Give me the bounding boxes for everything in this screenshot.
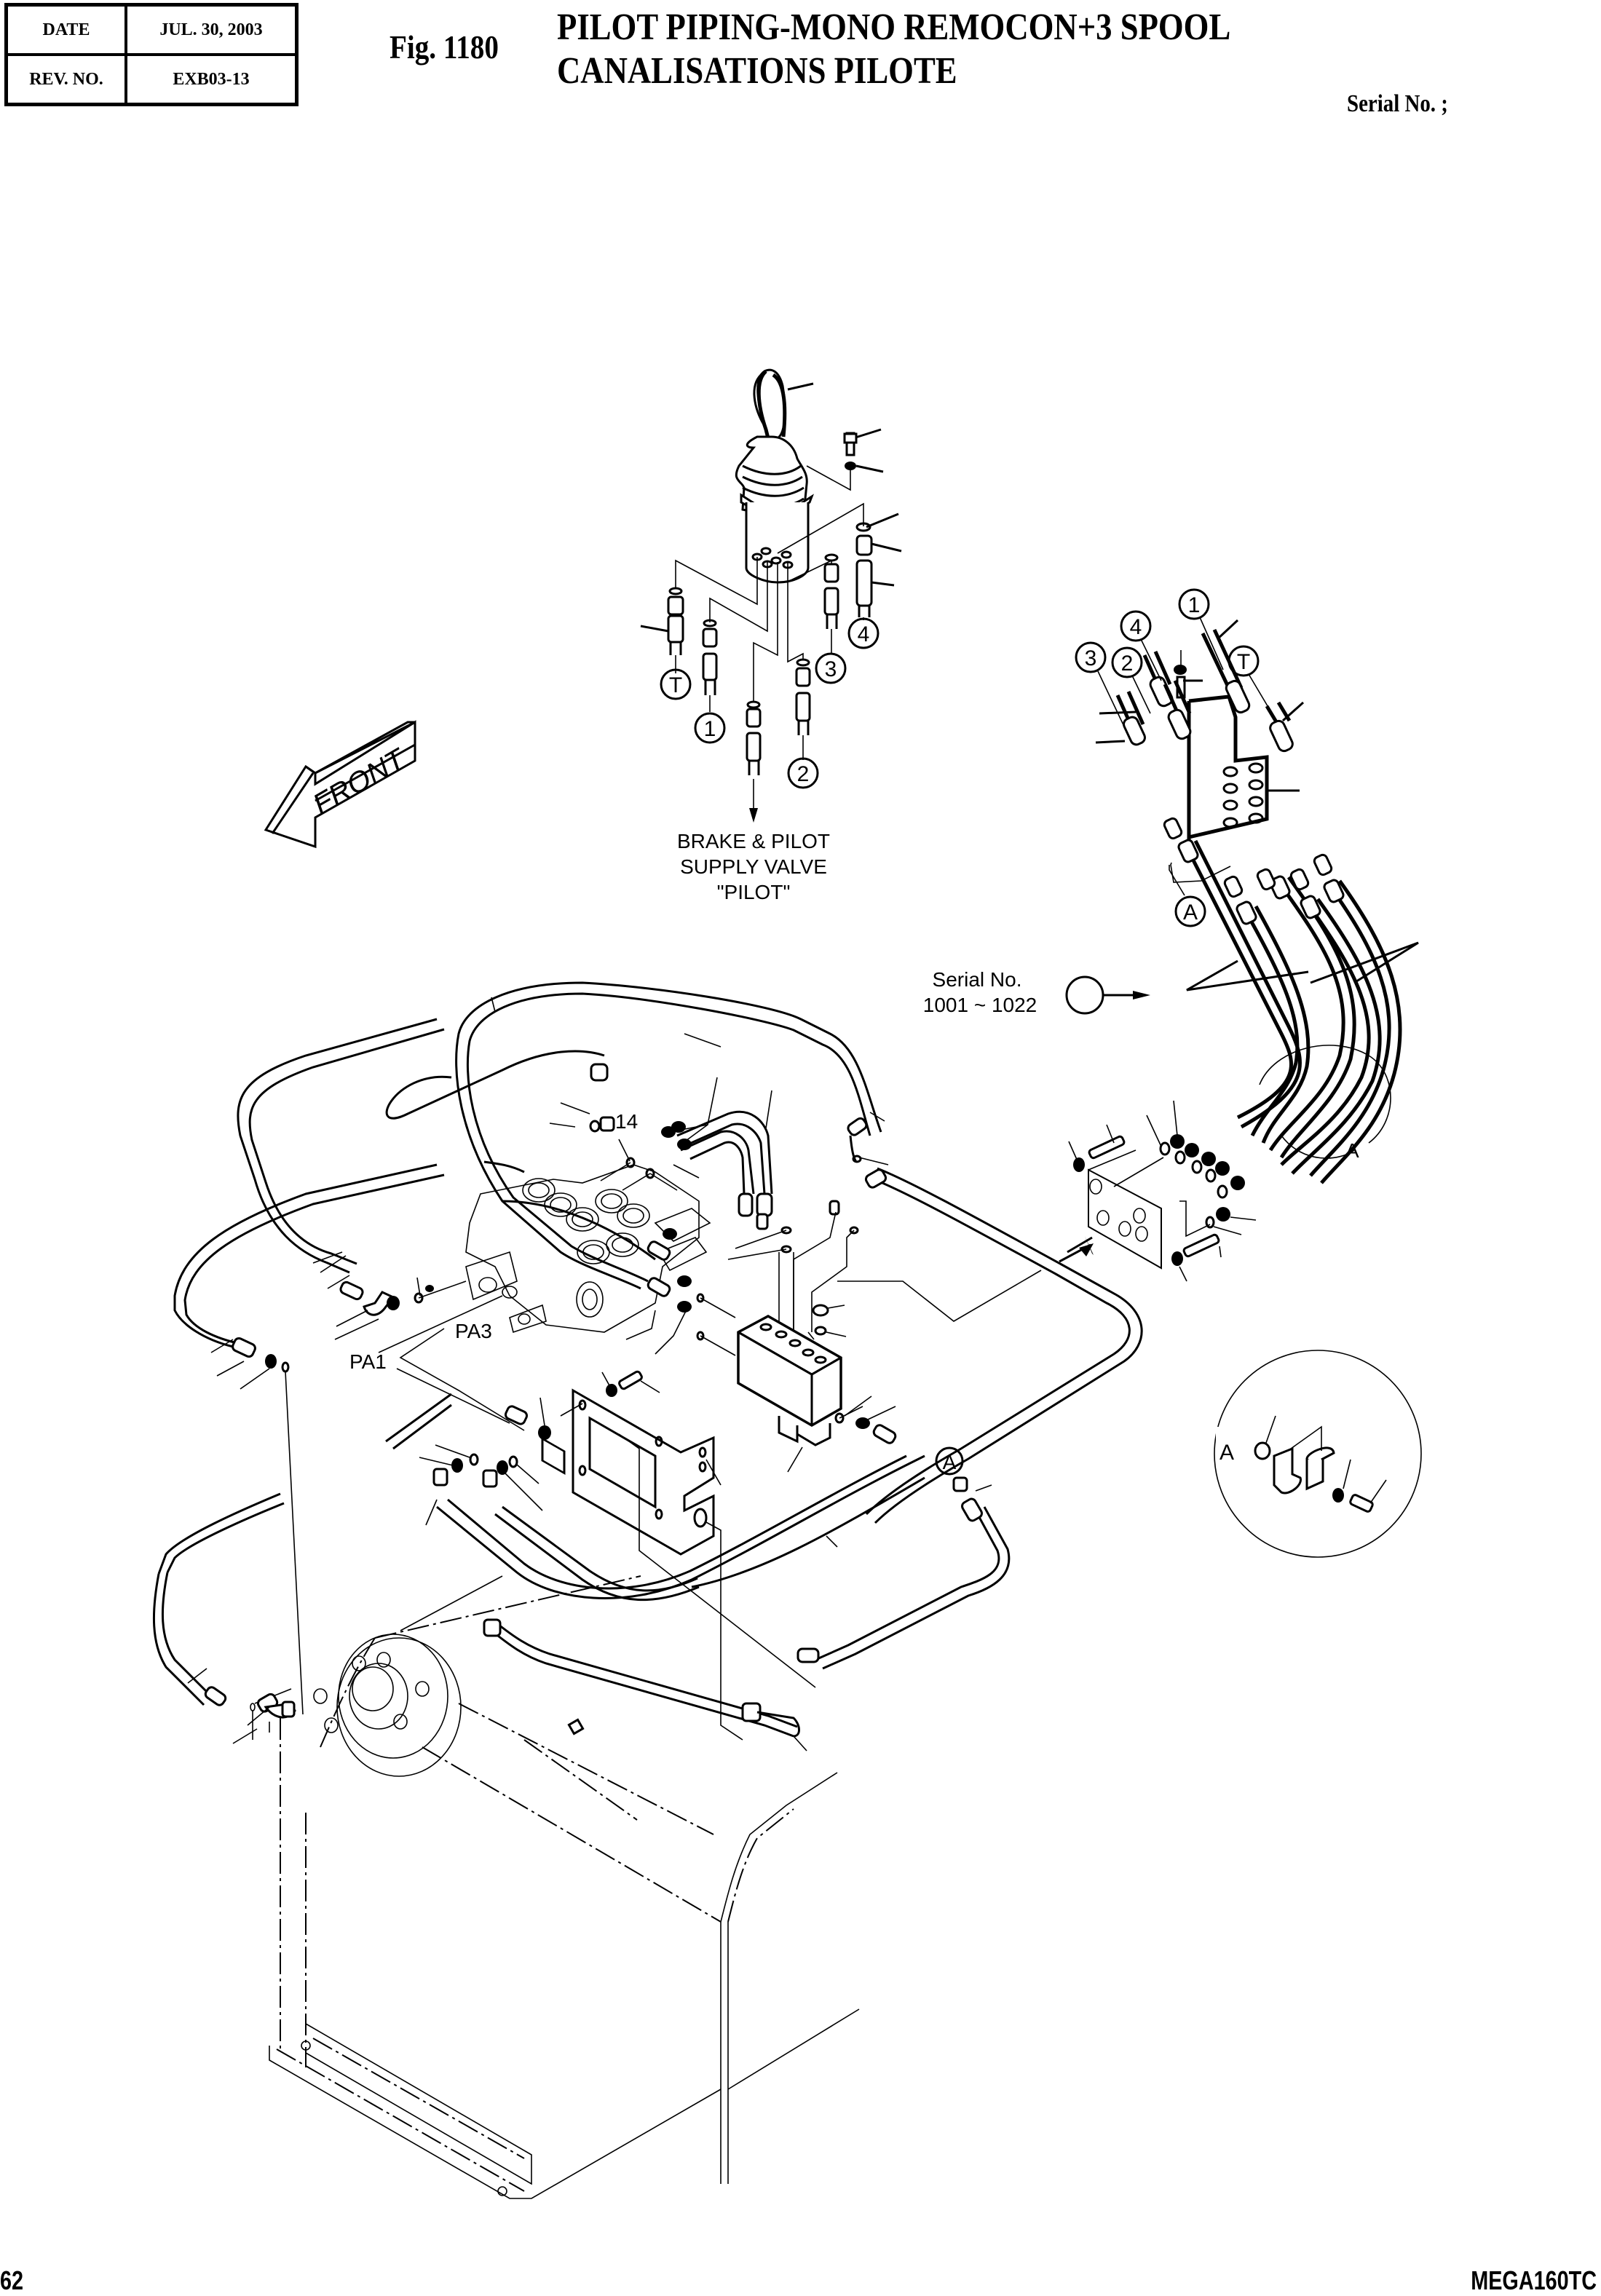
svg-text:1001 ~ 1022: 1001 ~ 1022 (923, 994, 1037, 1016)
model-name: MEGA160TC (1471, 2265, 1597, 2295)
callout-manifold-T: T (1228, 645, 1260, 677)
figure-title: PILOT PIPING-MONO REMOCON+3 SPOOL CANALI… (557, 6, 1230, 93)
supply-valve-note: BRAKE & PILOT SUPPLY VALVE "PILOT" (677, 830, 830, 903)
label-PA3: PA3 (455, 1320, 492, 1342)
leader-lines (312, 1033, 1042, 1548)
svg-text:SUPPLY VALVE: SUPPLY VALVE (680, 855, 827, 878)
svg-text:T: T (669, 673, 682, 697)
callout-manifold-4: 4 (1120, 610, 1152, 642)
callout-port-2: 2 (787, 757, 819, 789)
pilot-pipes-upper (661, 1077, 889, 1332)
main-control-valve: 14 (336, 1110, 736, 1356)
pilot-hose-bundle: A A (1163, 817, 1419, 1184)
svg-text:2: 2 (1121, 652, 1134, 676)
callout-manifold-3: 3 (1075, 641, 1107, 673)
svg-text:4: 4 (1130, 615, 1142, 639)
svg-text:Serial No.: Serial No. (933, 968, 1022, 991)
callout-port-1: 1 (694, 712, 726, 744)
svg-text:BRAKE & PILOT: BRAKE & PILOT (677, 830, 830, 852)
revision-table: DATE JUL. 30, 2003 REV. NO. EXB03-13 (4, 3, 299, 106)
rev-value: EXB03-13 (124, 53, 299, 106)
page-number: 62 (0, 2265, 24, 2295)
detail-A-label: A (1345, 1139, 1359, 1162)
svg-text:1: 1 (704, 717, 716, 741)
date-value: JUL. 30, 2003 (124, 3, 299, 56)
date-label: DATE (4, 3, 127, 56)
svg-text:T: T (1237, 650, 1250, 674)
pilot-supply-block (737, 1304, 897, 1473)
figure-number: Fig. 1180 (390, 28, 499, 66)
port-labels: PA3 PA1 (349, 1295, 525, 1431)
callout-port-T: T (660, 668, 692, 700)
title-english: PILOT PIPING-MONO REMOCON+3 SPOOL (557, 7, 1231, 48)
svg-text:1: 1 (1188, 593, 1201, 617)
serial-range-note: Serial No. 1001 ~ 1022 (923, 968, 1150, 1016)
callout-manifold-1: 1 (1178, 588, 1210, 620)
svg-text:3: 3 (1085, 646, 1097, 670)
valve-mounting-bracket (541, 1370, 816, 1741)
svg-text:3: 3 (825, 657, 837, 681)
front-direction-arrow: FRONT (264, 720, 416, 849)
joystick-port-fittings: T 1 2 3 4 (640, 502, 902, 823)
joystick-assembly (735, 368, 884, 584)
callout-detail-A-hoses: A (1174, 895, 1206, 927)
svg-text:A: A (1183, 900, 1198, 925)
callout-port-3: 3 (815, 652, 847, 684)
callout-detail-A-pipe: A (935, 1446, 964, 1476)
svg-text:4: 4 (858, 622, 870, 646)
hydraulic-tank (232, 1575, 860, 2199)
svg-text:A: A (943, 1451, 957, 1473)
callout-manifold-2: 2 (1111, 646, 1143, 678)
detail-A-hose-clamp: A (1214, 1350, 1422, 1558)
label-PA1: PA1 (349, 1350, 387, 1373)
return-hose-loops: A (152, 981, 1143, 1715)
detail-A-letter: A (1219, 1441, 1234, 1465)
title-french: CANALISATIONS PILOTE (557, 50, 957, 92)
serial-number-label: Serial No. ; (1347, 90, 1448, 117)
svg-text:2: 2 (797, 762, 810, 786)
callout-port-4: 4 (847, 617, 879, 649)
callout-item-14: 14 (615, 1110, 638, 1133)
distribution-block (1059, 1100, 1257, 1282)
rev-label: REV. NO. (4, 53, 127, 106)
svg-text:"PILOT": "PILOT" (717, 881, 791, 903)
pilot-manifold-block: 3 2 4 1 T (1075, 588, 1304, 844)
